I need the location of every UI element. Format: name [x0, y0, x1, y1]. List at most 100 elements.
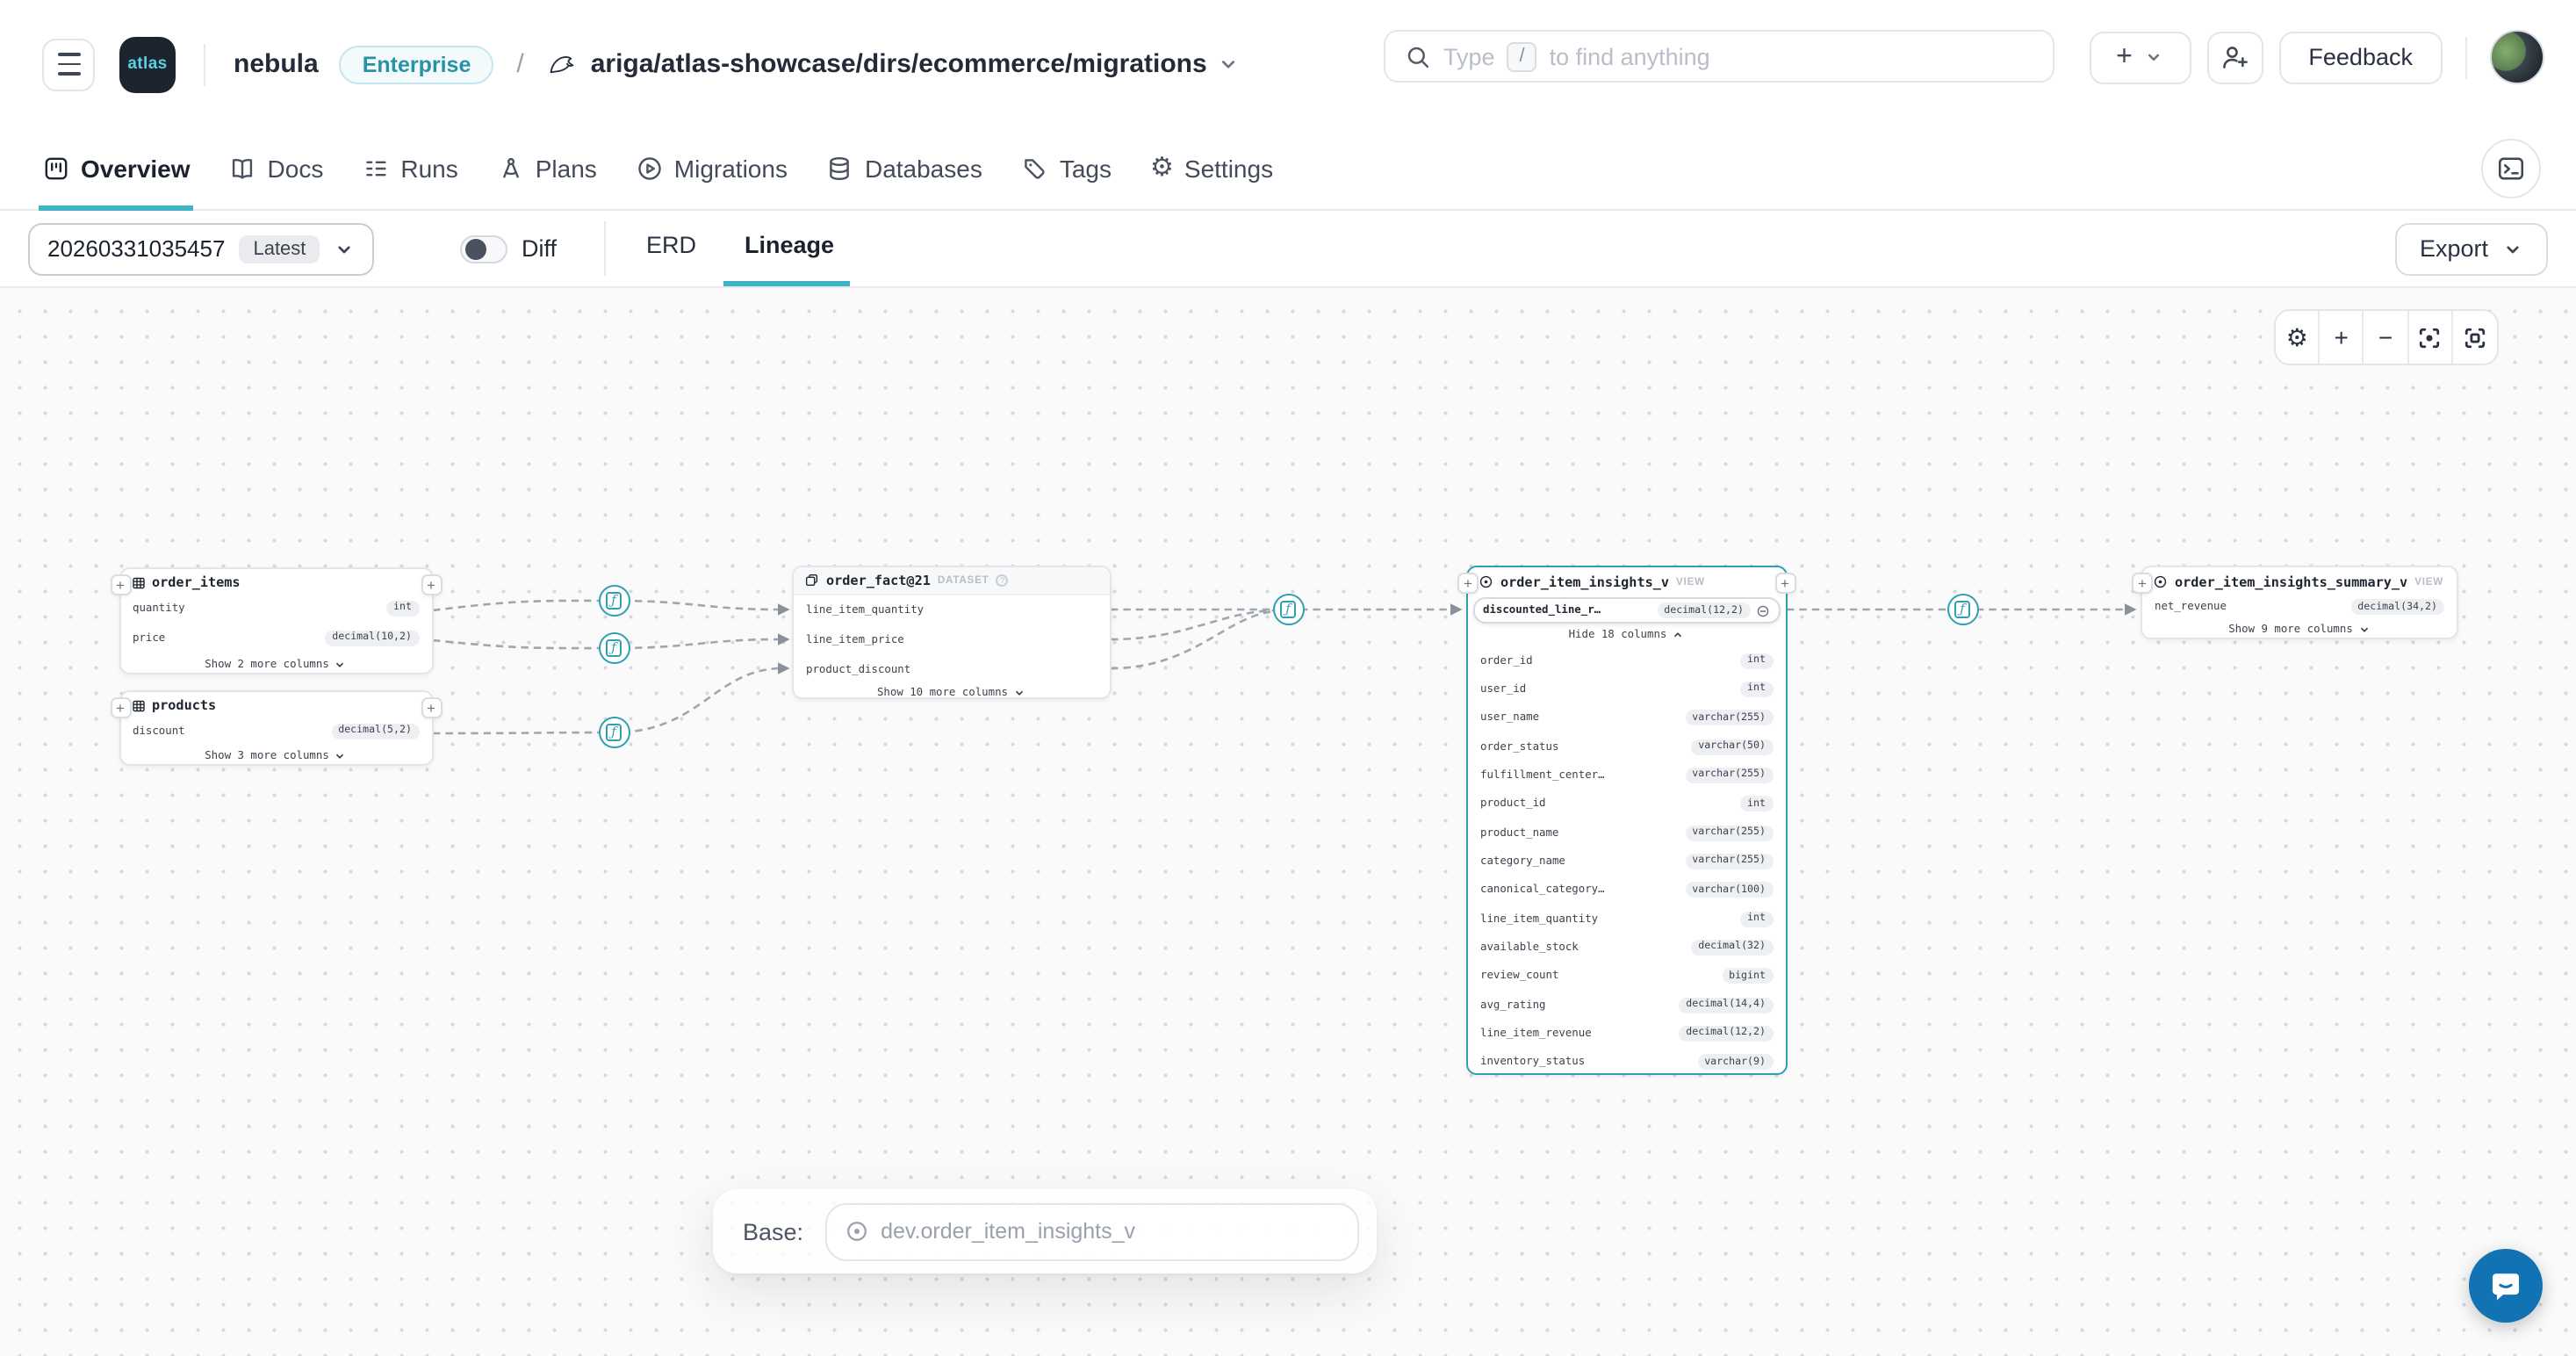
column-row[interactable]: discount decimal(5,2): [120, 716, 431, 746]
column-row[interactable]: product_discount: [794, 655, 1109, 683]
expand-right-handle[interactable]: +: [1774, 573, 1795, 594]
breadcrumb[interactable]: ariga/atlas-showcase/dirs/ecommerce/migr…: [590, 49, 1207, 79]
tab-overview[interactable]: Overview: [38, 128, 195, 209]
function-edge-node[interactable]: ƒ: [1272, 594, 1304, 625]
expand-right-handle[interactable]: +: [421, 573, 442, 595]
tab-databases[interactable]: Databases: [826, 128, 982, 208]
node-order-item-insights-v[interactable]: + + order_item_insights_v VIEW discounte…: [1457, 566, 1795, 1077]
function-edge-node[interactable]: ƒ: [598, 717, 630, 748]
column-type-badge: int: [1740, 653, 1773, 669]
overview-icon: [45, 157, 68, 179]
tab-settings[interactable]: ⚙ Settings: [1150, 128, 1273, 208]
show-more-columns[interactable]: Show 10 more columns: [794, 683, 1109, 701]
node-kind-label: DATASET: [937, 575, 989, 586]
org-name[interactable]: nebula: [234, 49, 319, 79]
tab-lineage[interactable]: Lineage: [745, 231, 835, 257]
hamburger-menu-button[interactable]: [42, 38, 95, 90]
tab-label: Tags: [1059, 154, 1112, 183]
show-more-columns[interactable]: Show 2 more columns: [120, 653, 431, 675]
version-select[interactable]: 20260331035457 Latest: [28, 222, 375, 275]
expand-right-handle[interactable]: +: [421, 696, 442, 718]
column-row[interactable]: fulfillment_center…varchar(255): [1468, 761, 1785, 790]
column-row[interactable]: available_stock decimal(32): [1468, 934, 1785, 963]
feedback-button[interactable]: Feedback: [2278, 31, 2443, 83]
tab-erd[interactable]: ERD: [646, 231, 697, 257]
node-order-fact[interactable]: order_fact@21 DATASET ? line_item_quanti…: [792, 566, 1111, 699]
expand-left-handle[interactable]: +: [110, 696, 131, 718]
fullscreen-button[interactable]: [2452, 311, 2497, 364]
function-edge-node[interactable]: ƒ: [598, 585, 630, 617]
node-title: products: [152, 697, 217, 713]
tab-migrations[interactable]: Migrations: [636, 128, 788, 208]
column-name: price: [133, 631, 166, 644]
diff-toggle-label: Diff: [522, 234, 558, 261]
lineage-canvas[interactable]: + + order_items quantity int price decim…: [0, 286, 2576, 1356]
base-object-value: dev.order_item_insights_v: [881, 1219, 1136, 1244]
diff-toggle[interactable]: [460, 234, 507, 263]
function-edge-node[interactable]: ƒ: [598, 632, 630, 664]
column-row[interactable]: price decimal(10,2): [120, 623, 431, 653]
create-new-button[interactable]: +: [2089, 31, 2191, 83]
global-search-input[interactable]: Type / to find anything: [1384, 30, 2054, 83]
column-name: discounted_line_r…: [1483, 604, 1601, 617]
column-name: quantity: [133, 602, 185, 614]
column-row[interactable]: quantity int: [120, 593, 431, 623]
column-type-badge: decimal(32): [1691, 939, 1773, 956]
tab-runs[interactable]: Runs: [362, 128, 458, 208]
chevron-up-icon: [1674, 632, 1682, 638]
column-type-badge: decimal(12,2): [1657, 602, 1751, 618]
cloud-terminal-button[interactable]: [2481, 139, 2541, 198]
canvas-settings-button[interactable]: ⚙: [2276, 311, 2321, 364]
gear-icon: ⚙: [1150, 153, 1174, 184]
column-name: available_stock: [1480, 941, 1579, 954]
column-row[interactable]: net_revenue decimal(34,2): [2142, 594, 2457, 620]
expand-left-handle[interactable]: +: [1457, 573, 1479, 594]
column-row[interactable]: canonical_category…varchar(100): [1468, 876, 1785, 905]
breadcrumb-chevron-down-icon[interactable]: [1218, 53, 1241, 76]
tab-plans[interactable]: Plans: [497, 128, 597, 208]
focus-icon: [2420, 327, 2440, 348]
column-type-badge: int: [1740, 911, 1773, 927]
chat-launcher-button[interactable]: [2469, 1249, 2543, 1323]
expand-left-handle[interactable]: +: [110, 573, 131, 595]
fit-view-button[interactable]: [2408, 311, 2453, 364]
column-row[interactable]: line_item_price: [794, 625, 1109, 655]
node-products[interactable]: + + products discount decimal(5,2) Show …: [110, 689, 442, 767]
zoom-in-button[interactable]: +: [2320, 311, 2364, 364]
node-order-item-insights-summary-v[interactable]: + order_item_insights_summary_v VIEW net…: [2132, 566, 2458, 639]
node-order-items[interactable]: + + order_items quantity int price decim…: [110, 566, 442, 675]
atlas-logo[interactable]: atlas: [119, 36, 176, 92]
invite-user-button[interactable]: [2206, 31, 2263, 83]
show-more-columns[interactable]: Show 3 more columns: [120, 746, 431, 767]
base-object-input[interactable]: dev.order_item_insights_v: [824, 1202, 1359, 1260]
lineage-toolbar: 20260331035457 Latest Diff ERD Lineage E…: [0, 210, 2576, 286]
user-avatar[interactable]: [2490, 30, 2544, 84]
tab-tags[interactable]: Tags: [1021, 128, 1112, 208]
tab-docs[interactable]: Docs: [229, 128, 323, 208]
column-row[interactable]: line_item_quantity: [794, 595, 1109, 625]
column-type-badge: decimal(14,4): [1679, 997, 1773, 1013]
export-button[interactable]: Export: [2394, 222, 2548, 275]
hide-columns-toggle[interactable]: Hide 18 columns: [1468, 624, 1785, 646]
pinned-column-row[interactable]: discounted_line_r… decimal(12,2): [1472, 597, 1781, 624]
help-icon[interactable]: ?: [996, 574, 1009, 587]
expand-left-handle[interactable]: +: [2132, 573, 2153, 594]
column-name: net_revenue: [2155, 601, 2227, 613]
function-icon: ƒ: [605, 724, 622, 741]
minus-circle-icon[interactable]: [1756, 603, 1770, 617]
zoom-out-button[interactable]: −: [2364, 311, 2409, 364]
function-edge-node[interactable]: ƒ: [1946, 594, 1978, 625]
show-more-columns[interactable]: Show 9 more columns: [2142, 620, 2457, 638]
